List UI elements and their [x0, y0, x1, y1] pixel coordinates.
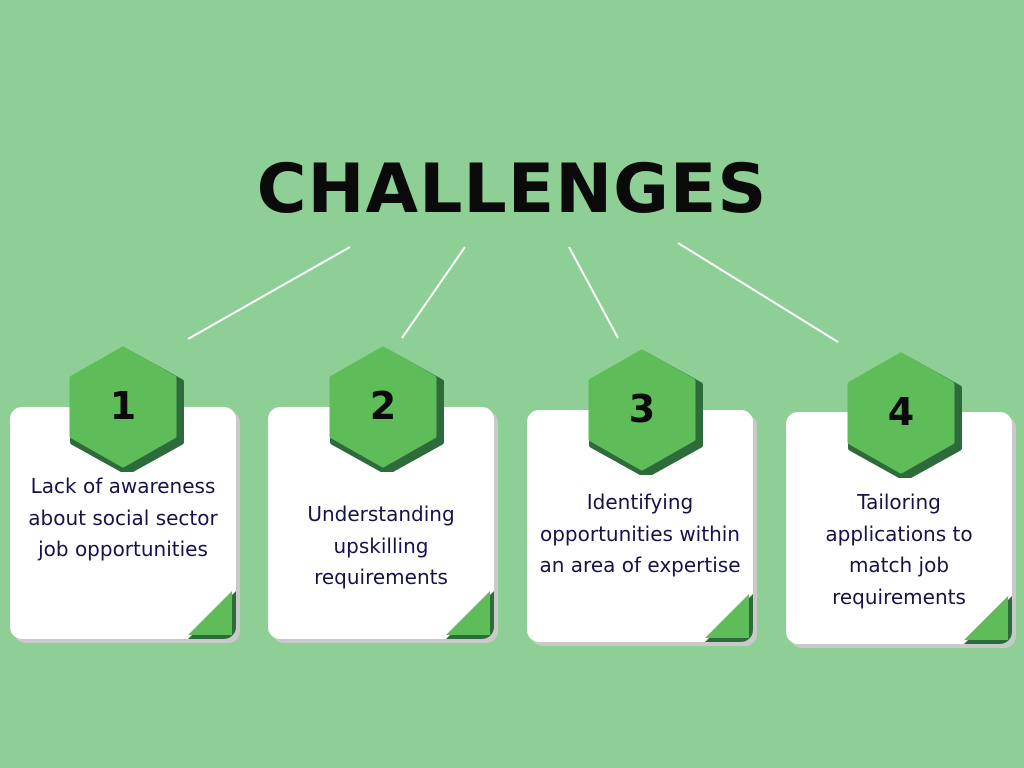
challenge-text: Understanding upskilling requirements	[307, 502, 455, 589]
challenge-number: 2	[369, 384, 397, 428]
hexagon-icon	[69, 346, 184, 475]
challenge-card-1: Lack of awareness about social sector jo…	[10, 407, 236, 639]
hexagon-icon	[588, 349, 703, 478]
number-hexagon-1: 1	[69, 346, 185, 475]
number-hexagon-4: 4	[847, 352, 963, 481]
challenge-text: Tailoring applications to match job requ…	[825, 490, 973, 609]
challenge-number: 1	[109, 384, 137, 428]
connector-line-4	[677, 242, 839, 343]
number-hexagon-2: 2	[329, 346, 445, 475]
challenge-text: Lack of awareness about social sector jo…	[28, 474, 218, 561]
challenge-number: 3	[628, 387, 656, 431]
hexagon-icon	[847, 352, 962, 481]
number-hexagon-3: 3	[588, 349, 704, 478]
connector-line-3	[568, 246, 619, 339]
page-title: CHALLENGES	[256, 150, 768, 229]
corner-fold-icon	[705, 594, 753, 642]
connector-line-1	[187, 246, 351, 340]
challenge-number: 4	[887, 390, 915, 434]
corner-fold-icon	[964, 596, 1012, 644]
corner-fold-icon	[188, 591, 236, 639]
corner-fold-icon	[446, 591, 494, 639]
challenge-text: Identifying opportunities within an area…	[539, 490, 741, 577]
hexagon-icon	[329, 346, 444, 475]
connector-line-2	[401, 246, 466, 339]
